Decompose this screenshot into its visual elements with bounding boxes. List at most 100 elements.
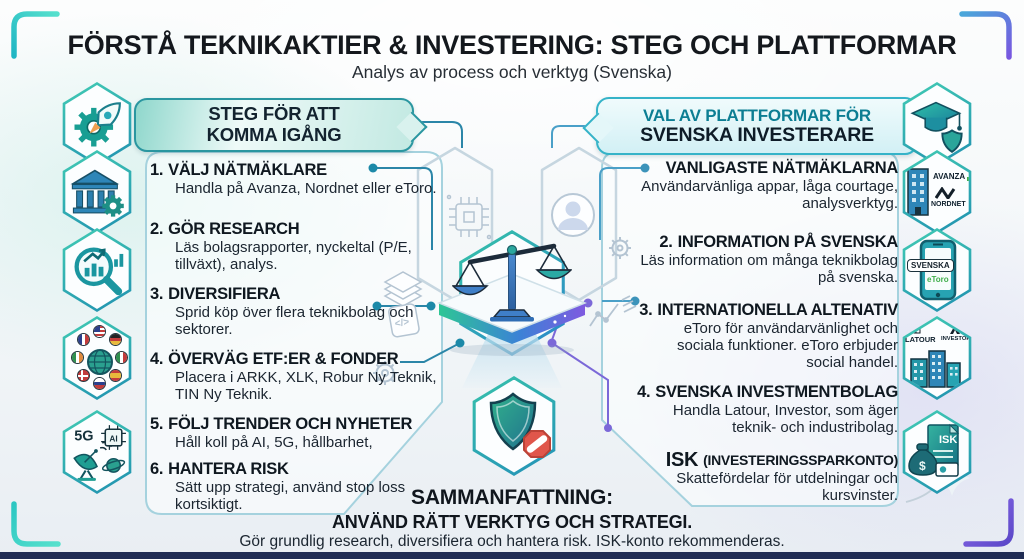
bottom-accent-bar [0,552,1024,559]
broker-building-icon [907,168,929,216]
flag-spain [109,369,122,382]
page-subtitle: Analys av process och verktyg (Svenska) [352,62,672,82]
avanza-logo: AVANZA [933,171,969,181]
bank-gear-icon [70,169,124,217]
item-title: INTERNATIONELLA ALTENATIV [657,301,898,319]
corner-bracket-top-right [959,11,1012,60]
left-header-line1: STEG FÖR ATT [208,103,340,125]
svg-text:</>: </> [394,317,410,330]
risk-shield-icon [489,392,551,458]
avatar-icon [551,193,595,237]
connector-lines-right [551,125,645,302]
connector-dots-purple [547,298,612,432]
phone-svenska-etoro-icon: SVENSKA eToro [905,237,968,303]
item-description: Handla Latour, Investor, som äger teknik… [672,402,898,436]
avanza-label: AVANZA [933,172,966,181]
badge-bank [58,150,136,234]
item-number: 3. [639,301,653,319]
right-header-line2: SVENSKA INVESTERARE [640,123,874,146]
isk-moneybag-icon: ISK $ [908,423,960,477]
item-title: SVENSKA INVESTMENTBOLAG [655,383,898,401]
step-item-4: 4.ÖVERVÄG ETF:ER & FONDER Placera i ARKK… [150,349,442,403]
platform-item-isk: ISK(INVESTERINGSSPARKONTO) Skattefördela… [600,449,899,504]
investor-label: INVESTOR [941,336,971,342]
platform-item-3: 3.INTERNATIONELLA ALTENATIV eToro för an… [600,300,898,371]
prohibition-sign [523,430,551,458]
hex-face: 5G AI [65,413,129,491]
step-number: 6. [150,460,164,478]
summary-line1: ANVÄND RÄTT VERKTYG OCH STRATEGI. [331,512,693,532]
svg-text:$: $ [919,459,926,473]
step-description: Sätt upp strategi, använd stop loss kort… [175,479,406,513]
flag-usa [93,325,106,338]
item-description: Användarvänliga appar, låga courtage, an… [641,178,898,212]
papers-stack-icon [383,271,423,307]
page-title: FÖRSTÅ TEKNIKAKTIER & INVESTERING: STEG … [67,30,957,60]
item-description: Läs information om många teknikbolag på … [640,252,898,286]
chip-icon [446,194,492,240]
step-title: HANTERA RISK [168,460,289,478]
step-item-5: 5.FÖLJ TRENDER OCH NYHETER Håll koll på … [150,414,442,451]
nordnet-label: NORDNET [931,201,966,208]
left-section-header: STEG FÖR ATT KOMMA IGÅNG [134,98,428,152]
hex-face [65,153,129,231]
avanza-bars-icon [967,177,969,181]
balance-scale-icon [452,243,572,322]
steps-list: 1.VÄLJ NÄTMÄKLARE Handla på Avanza, Nord… [150,160,442,524]
hex-face: LATOUR INVESTOR [905,319,971,397]
step-number: 2. [150,220,164,238]
item-title: VANLIGASTE NÄTMÄKLARNA [665,159,899,177]
item-number: 2. [659,233,673,251]
nordnet-logo-icon [935,187,956,199]
right-section-header: VAL AV PLATTFORMAR FÖR SVENSKA INVESTERA… [582,97,918,155]
badge-isk: ISK $ [898,410,976,494]
step-title: DIVERSIFIERA [168,285,281,303]
flag-norway [77,369,90,382]
connector-dots-left [368,163,465,348]
platform-item-4: 4.SVENSKA INVESTMENTBOLAG Handla Latour,… [600,382,898,436]
graduation-shield-icon [910,101,963,154]
avanza-nordnet-icon: AVANZA NORDNET [905,159,969,225]
right-header-line1: VAL AV PLATTFORMAR FÖR [643,105,871,125]
step-title: VÄLJ NÄTMÄKLARE [168,161,327,179]
step-item-3: 3.DIVERSIFIERA Sprid köp över flera tekn… [150,284,442,338]
hex-face [65,319,129,397]
item-description: Skattefördelar för utdelningar och kursv… [676,470,898,504]
step-number: 3. [150,285,164,303]
corner-bracket-bottom-right [963,498,1014,547]
step-item-1: 1.VÄLJ NÄTMÄKLARE Handla på Avanza, Nord… [150,160,442,197]
corner-bracket-top-left [11,11,60,59]
hex-face [65,231,129,309]
svg-text:AI: AI [109,435,117,444]
latour-label: LATOUR [905,335,936,344]
item-title: INFORMATION PÅ SVENSKA [677,233,899,251]
etoro-label: eToro [927,275,949,284]
hex-face: ISK $ [905,413,969,491]
item-title-isk-suffix: (INVESTERINGSSPARKONTO) [703,452,898,468]
code-icon: </> [388,303,420,338]
globe-icon [87,349,113,375]
item-title-isk: ISK [665,449,699,471]
summary-line2: Gör grundlig research, diversifiera och … [239,533,785,550]
step-number: 5. [150,415,164,433]
summary-heading: SAMMANFATTNING: [411,486,613,509]
hex-face: SVENSKA eToro [905,231,969,309]
satellite-5g-ai-icon: 5G AI [73,425,126,481]
trend-sketch-icon [589,295,637,327]
flag-ireland [71,351,84,364]
item-number: 4. [637,383,651,401]
rocket-gear-icon [74,102,121,147]
step-description: Sprid köp över flera teknikbolag och sek… [175,304,414,338]
left-panel-outline [145,151,443,515]
step-title: GÖR RESEARCH [168,220,300,238]
step-item-6: 6.HANTERA RISK Sätt upp strategi, använd… [150,459,442,513]
badge-chart-magnifier [58,228,136,312]
svg-text:ISK: ISK [939,434,957,446]
hex-face: AVANZA NORDNET [905,153,969,231]
global-flags-icon [65,325,128,391]
badge-avanza-nordnet: AVANZA NORDNET [898,150,976,234]
flag-france [77,333,90,346]
step-number: 1. [150,161,164,179]
svg-text:5G: 5G [74,429,93,445]
